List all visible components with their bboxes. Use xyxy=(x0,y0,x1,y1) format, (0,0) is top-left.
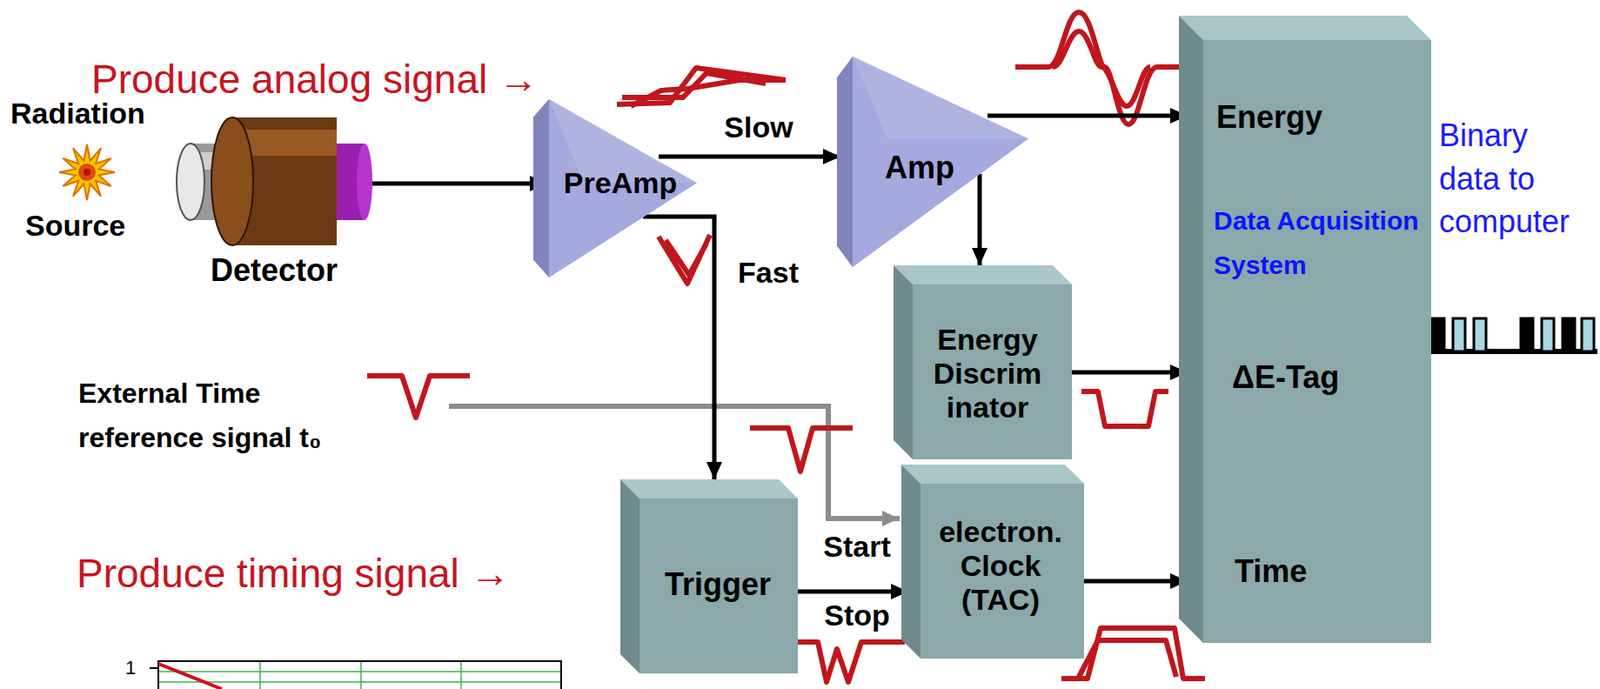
discriminator-pulse xyxy=(1081,391,1169,427)
data-acquisition-box: EnergyData Acquisition SystemΔE-TagTime xyxy=(1178,15,1432,643)
preamp-pulse xyxy=(630,80,786,107)
caption-text: Produce analog signal → xyxy=(91,56,539,103)
node-text: Time xyxy=(1234,553,1307,590)
amp-bipolar-pulse xyxy=(1052,31,1151,107)
node-text: PreAmp xyxy=(563,166,677,201)
preamp-triangle: PreAmp xyxy=(533,99,697,278)
start-pulse xyxy=(749,428,853,472)
signal-arrow xyxy=(987,113,1188,119)
node-text: ΔE-Tag xyxy=(1231,359,1339,395)
stop-pulse xyxy=(780,642,905,683)
source-label: Radiation xyxy=(10,96,146,131)
detector: Detector xyxy=(171,117,373,293)
axis-tick: 1 xyxy=(125,656,136,679)
signal-arrow xyxy=(797,589,909,595)
partial-chart xyxy=(149,661,562,689)
node-text: Energy xyxy=(1216,99,1323,135)
node-text: Trigger xyxy=(664,566,771,603)
edge-label: Slow xyxy=(723,110,793,145)
node-text: Amp xyxy=(884,149,955,186)
signal-arrow xyxy=(1084,579,1188,584)
tac-box: electron. Clock (TAC) xyxy=(901,464,1085,659)
node-text: Data Acquisition System xyxy=(1213,198,1425,288)
signal-label: External Time reference signal t₀ xyxy=(78,371,366,461)
node-text: Energy Discrim inator xyxy=(917,322,1058,425)
discriminator-box: Energy Discrim inator xyxy=(893,265,1072,460)
radiation-source-star xyxy=(59,144,115,201)
node-text: Detector xyxy=(210,252,338,288)
signal-arrow xyxy=(1071,370,1188,375)
signal-arrow xyxy=(977,174,983,266)
tac-pulse xyxy=(1078,640,1177,677)
edge-label: Stop xyxy=(823,598,891,633)
signal-arrow xyxy=(658,154,841,160)
edge-label: Fast xyxy=(737,255,799,290)
trigger-box: Trigger xyxy=(620,479,798,674)
amp-triangle: Amp xyxy=(836,56,1029,268)
time-reference-pulse xyxy=(367,375,470,418)
amp-bipolar-pulse xyxy=(1015,12,1179,125)
source-label: Source xyxy=(25,208,126,243)
signal-name: Start xyxy=(823,529,891,564)
signal-arrow xyxy=(372,181,548,187)
node-text: electron. Clock (TAC) xyxy=(923,515,1078,617)
signal-arrow xyxy=(642,216,715,480)
binary-pulse-train xyxy=(1428,318,1598,352)
fast-pulse xyxy=(658,234,710,284)
caption-text: Produce timing signal → xyxy=(76,550,511,597)
output-note: Binary data to computer xyxy=(1439,113,1589,244)
